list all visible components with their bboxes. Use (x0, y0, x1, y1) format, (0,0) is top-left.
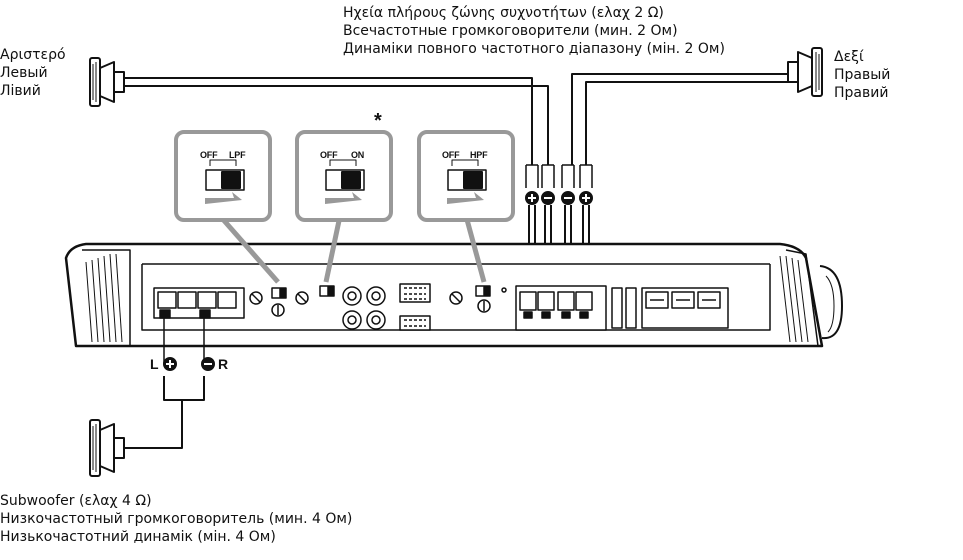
caption-line: Δεξί (834, 49, 864, 65)
subwoofer-polarity-markers (163, 357, 215, 371)
caption-line: Subwoofer (ελαχ 4 Ω) (0, 493, 152, 509)
left-speaker-caption: Αριστερό Левый Лівий (0, 46, 66, 100)
amplifier-controls (249, 283, 507, 331)
lpf-off-label: OFF (200, 150, 218, 160)
power-terminal-block (641, 287, 729, 329)
caption-line: Левый (0, 65, 48, 81)
lpf-on-label: LPF (229, 150, 246, 160)
subwoofer-left-label: L (150, 356, 159, 372)
caption-line: Αριστερό (0, 47, 66, 63)
hpf-on-label: HPF (470, 150, 488, 160)
left-speaker-icon (89, 57, 125, 107)
subwoofer-terminal-block (153, 287, 245, 364)
caption-line: Правый (834, 67, 891, 83)
right-speaker-icon (787, 47, 823, 97)
right-speaker-caption: Δεξί Правый Правий (834, 48, 890, 102)
caption-line: Ηχεία πλήρους ζώνης συχνοτήτων (ελαχ 2 Ω… (343, 5, 664, 21)
hpf-off-label: OFF (442, 150, 460, 160)
caption-line: Всечастотные громкоговорители (мин. 2 Ом… (343, 23, 678, 39)
caption-line: Лівий (0, 83, 41, 99)
speaker-wires (124, 73, 788, 449)
full-range-speakers-caption: Ηχεία πλήρους ζώνης συχνοτήτων (ελαχ 2 Ω… (343, 4, 725, 58)
subwoofer-caption: Subwoofer (ελαχ 4 Ω) Низкочастотный гром… (0, 492, 352, 546)
bass-boost-on-label: ON (351, 150, 365, 160)
speaker-leads (525, 164, 593, 188)
caption-line: Низькочастотний динамік (мін. 4 Ом) (0, 529, 276, 545)
speaker-polarity-markers (525, 191, 593, 205)
lpf-callout (174, 130, 280, 284)
subwoofer-right-label: R (218, 356, 229, 372)
bass-boost-callout (295, 130, 393, 283)
bass-boost-off-label: OFF (320, 150, 338, 160)
caption-line: Низкочастотный громкоговоритель (мин. 4 … (0, 511, 353, 527)
caption-line: Динаміки повного частотного діапазону (м… (343, 41, 725, 57)
footnote-asterisk: * (374, 110, 382, 132)
subwoofer-speaker-icon (89, 419, 125, 477)
speaker-terminal-block (515, 285, 637, 331)
caption-line: Правий (834, 85, 889, 101)
hpf-callout (417, 130, 515, 283)
